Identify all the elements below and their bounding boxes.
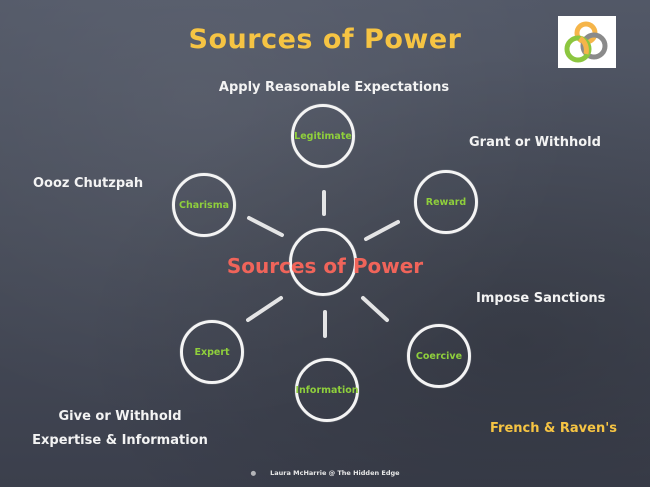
annotation-expert-information-line1: Give or Withhold <box>58 409 182 424</box>
node-label-expert: Expert <box>194 346 230 358</box>
node-label-charisma: Charisma <box>178 199 230 211</box>
annotation-expert-information-line2: Expertise & Information <box>32 433 208 448</box>
center-node-label: Sources of Power <box>226 254 424 278</box>
bullet-icon: ● <box>250 469 257 477</box>
node-charisma: Charisma <box>172 173 236 237</box>
node-information: Information <box>295 358 359 422</box>
node-coercive: Coercive <box>407 324 471 388</box>
annotation-coercive: Impose Sanctions <box>476 291 606 306</box>
annotation-charisma: Oooz Chutzpah <box>33 176 144 191</box>
footer: ● Laura McHarrie @ The Hidden Edge <box>0 469 650 477</box>
node-label-reward: Reward <box>425 196 467 208</box>
node-center <box>289 228 357 296</box>
slide-title: Sources of Power <box>188 24 462 55</box>
attribution: French & Raven's <box>490 421 617 436</box>
annotation-reward: Grant or Withhold <box>469 135 601 150</box>
footer-text: Laura McHarrie @ The Hidden Edge <box>270 469 400 477</box>
node-expert: Expert <box>180 320 244 384</box>
interlocking-rings-logo-icon <box>558 16 616 68</box>
node-legitimate: Legitimate <box>291 104 355 168</box>
annotation-legitimate: Apply Reasonable Expectations <box>218 80 450 95</box>
node-label-legitimate: Legitimate <box>294 130 352 142</box>
node-reward: Reward <box>414 170 478 234</box>
node-label-information: Information <box>295 384 359 396</box>
node-label-coercive: Coercive <box>415 350 463 362</box>
